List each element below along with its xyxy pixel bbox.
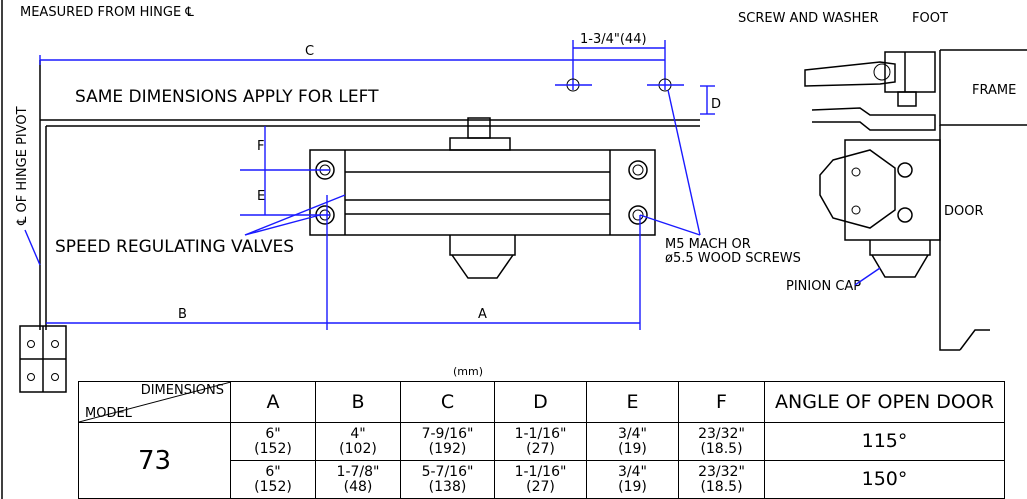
col-header-c: C [400,381,495,423]
angle-cell: 115° [764,422,1005,461]
header-dimensions: DIMENSIONS [140,383,224,398]
angle-cell: 150° [764,460,1005,499]
door-label: DOOR [944,204,984,219]
dim-offset-label: 1-3/4"(44) [580,32,647,47]
screw-washer-label: SCREW AND WASHER [738,11,879,26]
frame-label: FRAME [972,83,1016,98]
dim-c-label: C [305,44,314,59]
valve-right-bottom [628,205,648,225]
pinion-cap-label: PINION CAP [786,279,861,294]
units-label: (mm) [453,365,483,378]
col-header-a: A [230,381,316,423]
dimension-table: DIMENSIONS MODEL A B C D E F ANGLE OF OP… [78,381,1005,499]
closer-body [309,149,656,236]
same-dimensions-note: SAME DIMENSIONS APPLY FOR LEFT [75,87,379,107]
side-view-closer [804,49,1027,351]
col-header-b: B [315,381,401,423]
col-header-f: F [678,381,765,423]
foot-label: FOOT [912,11,948,26]
measured-note: MEASURED FROM HINGE ℄ [20,5,194,20]
dim-e-label: E [257,189,265,204]
table-corner-cell: DIMENSIONS MODEL [78,381,231,423]
dim-d-label: D [711,97,721,112]
speed-valves-label: SPEED REGULATING VALVES [55,237,294,257]
table-row: 6"(152) 1-7/8"(48) 5-7/16"(138) 1-1/16"(… [79,460,1005,499]
dim-f-label: F [257,139,264,154]
dim-b-label: B [178,307,187,322]
table-row: 73 6"(152) 4"(102) 7-9/16"(192) 1-1/16"(… [78,422,1005,499]
valve-right-top [628,160,648,180]
hinge-pivot-label: ℄ OF HINGE PIVOT [15,106,30,226]
col-header-angle: ANGLE OF OPEN DOOR [764,381,1005,423]
col-header-d: D [494,381,587,423]
col-header-e: E [586,381,679,423]
header-model: MODEL [85,406,132,421]
mach-screw-label-1: M5 MACH OR [665,237,751,252]
dim-a-label: A [478,307,487,322]
model-cell: 73 [78,422,231,499]
mach-screw-label-2: ø5.5 WOOD SCREWS [665,251,801,266]
